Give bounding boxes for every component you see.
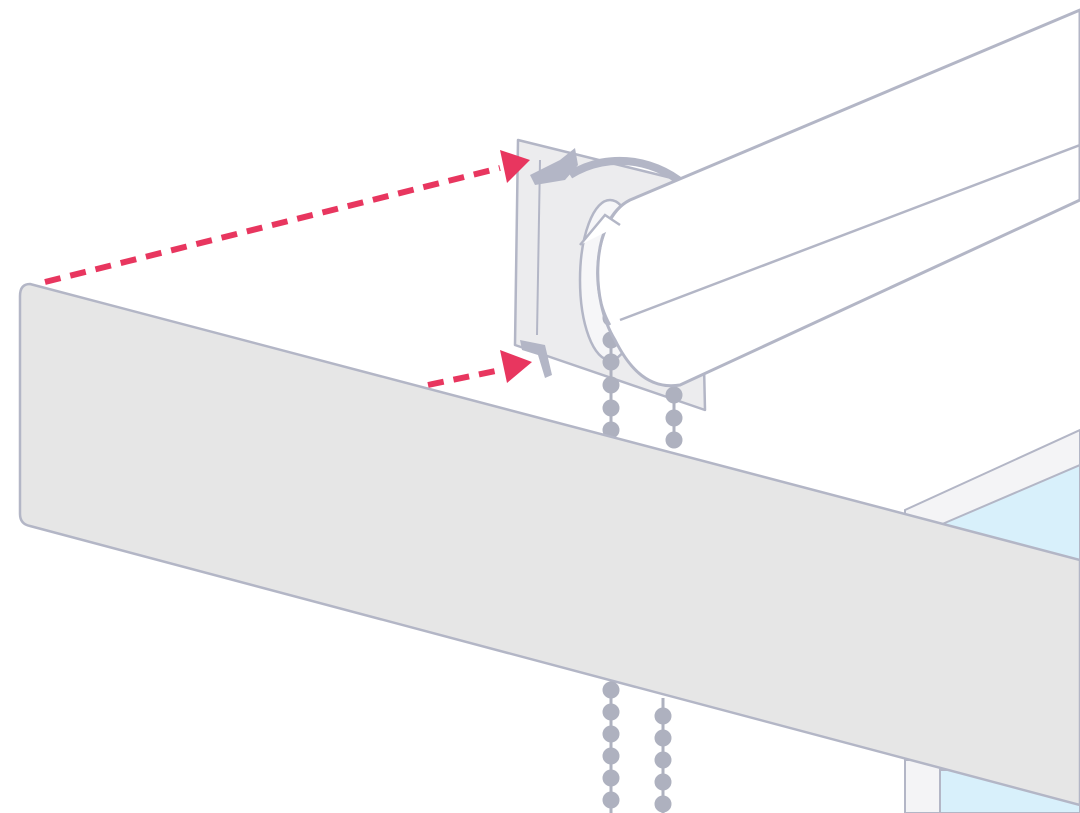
arrow-bottom-line bbox=[427, 367, 501, 388]
chain-bead bbox=[602, 725, 620, 743]
chain-bead bbox=[602, 399, 620, 417]
chain-bead bbox=[654, 751, 672, 769]
tube-highlight bbox=[619, 143, 1080, 322]
chain-bead bbox=[602, 681, 620, 699]
chain-bead bbox=[665, 386, 683, 404]
tube-end bbox=[596, 198, 631, 326]
bracket-clip-bottom bbox=[520, 340, 552, 378]
bracket-clip-top bbox=[530, 148, 578, 185]
arrow-top-head bbox=[500, 150, 530, 183]
chain-bead bbox=[602, 703, 620, 721]
chain-bead bbox=[602, 791, 620, 809]
chain-bead bbox=[654, 729, 672, 747]
arrows bbox=[44, 150, 532, 388]
roller-tube bbox=[579, 8, 1080, 388]
valance bbox=[18, 282, 1080, 807]
chain-bead bbox=[665, 409, 683, 427]
arrow-top-line bbox=[44, 165, 501, 285]
bracket-edge bbox=[536, 159, 541, 336]
chain-bead bbox=[665, 431, 683, 449]
tube-body bbox=[596, 8, 1080, 388]
chain-bead bbox=[654, 707, 672, 725]
chain-bead bbox=[602, 747, 620, 765]
chain-bead bbox=[602, 353, 620, 371]
chain-bead bbox=[602, 376, 620, 394]
arrow-bottom-head bbox=[500, 350, 532, 383]
chain-bead bbox=[602, 769, 620, 787]
chain-bead bbox=[654, 795, 672, 813]
tube-fabric-edge bbox=[579, 213, 621, 246]
chain-lower bbox=[602, 681, 672, 813]
chain-bead bbox=[654, 773, 672, 791]
